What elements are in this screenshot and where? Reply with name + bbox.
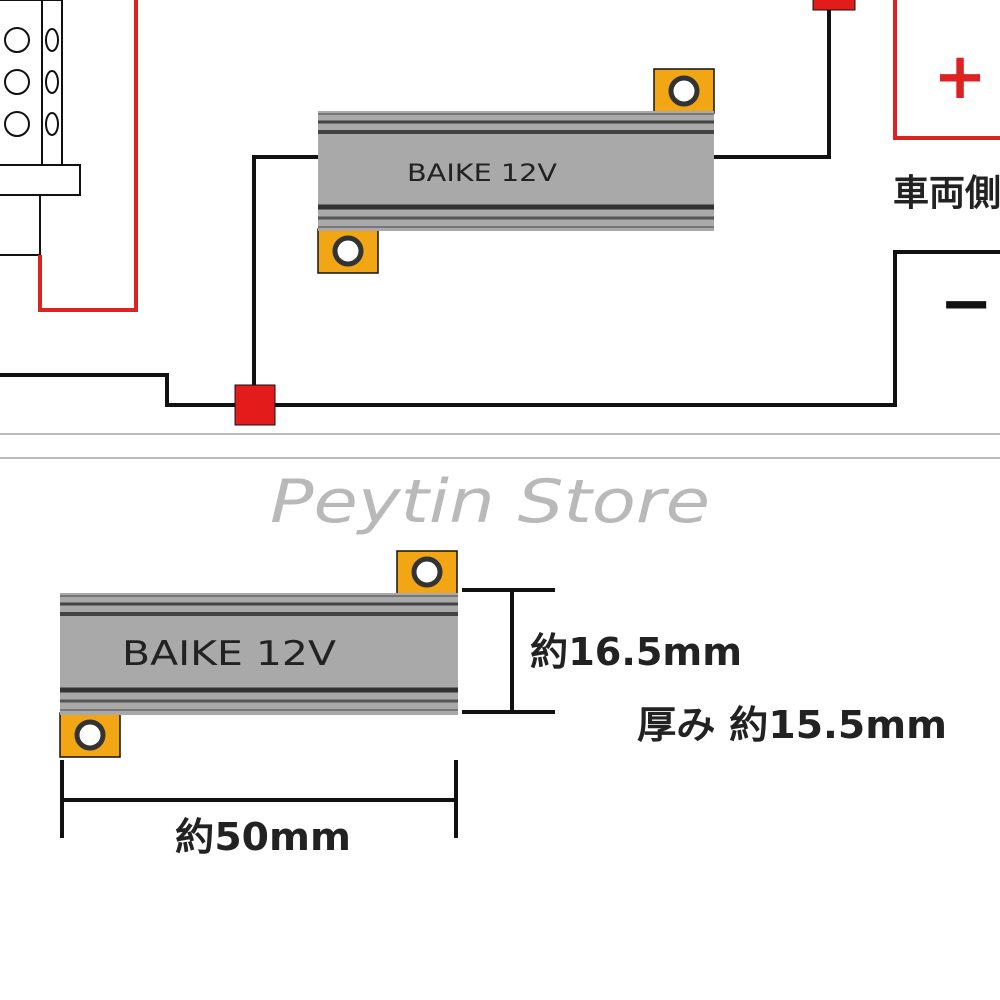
width-dimension-line: [60, 760, 458, 838]
resistor-bottom: BAIKE 12V: [59, 550, 458, 758]
red-connector-bottom: [234, 384, 276, 426]
resistor-bottom-label: BAIKE 12V: [122, 634, 336, 674]
height-dimension-line: [462, 588, 555, 714]
wiring-diagram: BAIKE 12V + 車両側 −: [0, 0, 1000, 426]
watermark: Peytin Store: [270, 467, 710, 537]
thickness-label: 厚み 約15.5mm: [637, 703, 947, 747]
vehicle-side-label: 車両側: [893, 173, 1000, 214]
resistor-top-label: BAIKE 12V: [407, 159, 558, 187]
width-label: 約50mm: [175, 815, 351, 859]
red-connector-top: [812, 0, 856, 11]
dimension-diagram: BAIKE 12V 約16.5mm 厚み 約15.5mm 約50mm: [59, 550, 947, 859]
height-label: 約16.5mm: [530, 630, 742, 674]
plus-symbol: +: [933, 40, 987, 114]
minus-symbol: −: [939, 267, 993, 341]
bulb-socket-icon: [0, 0, 81, 256]
black-wires: [0, 8, 1000, 407]
red-wires: [38, 0, 1000, 312]
resistor-top: BAIKE 12V: [317, 68, 715, 274]
